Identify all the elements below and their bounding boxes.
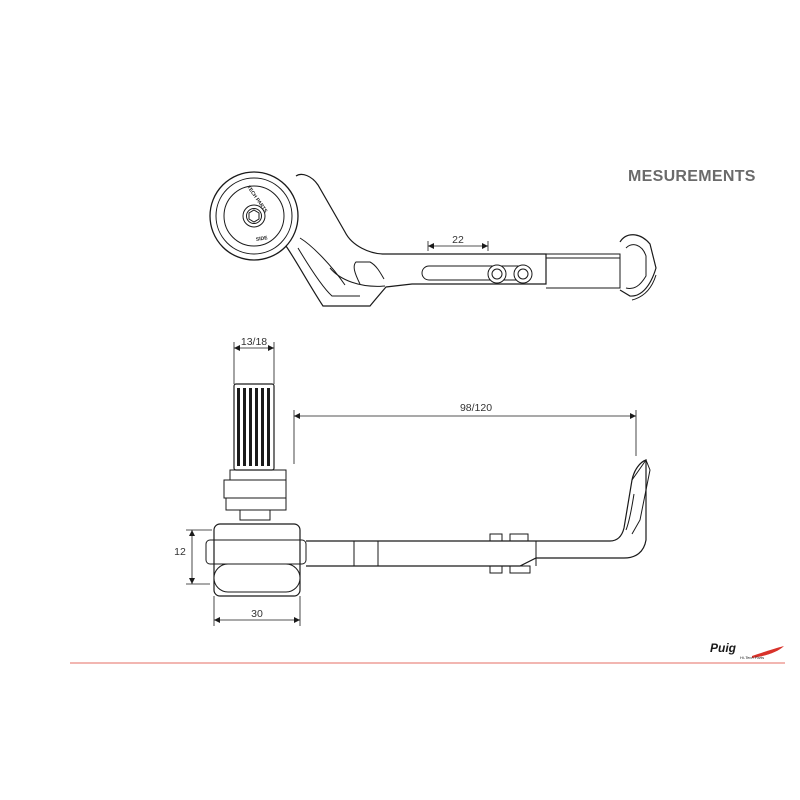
logo-swoosh (752, 646, 784, 658)
brand-tagline: Hi-Tech Parts (740, 655, 765, 660)
dim-length: 98/120 (460, 402, 492, 414)
dim-mount-width: 30 (251, 608, 263, 620)
page-title: MESUREMENTS (628, 168, 756, 185)
brand-logo: Puig (710, 641, 736, 655)
ring-engraving-bottom: SIDE (256, 235, 269, 243)
dim-slot: 22 (452, 234, 464, 246)
dim-knob-diameter: 13/18 (241, 336, 267, 348)
dim-thickness: 12 (174, 546, 186, 558)
lever-side-view (186, 342, 651, 626)
lever-top-view (209, 171, 657, 307)
